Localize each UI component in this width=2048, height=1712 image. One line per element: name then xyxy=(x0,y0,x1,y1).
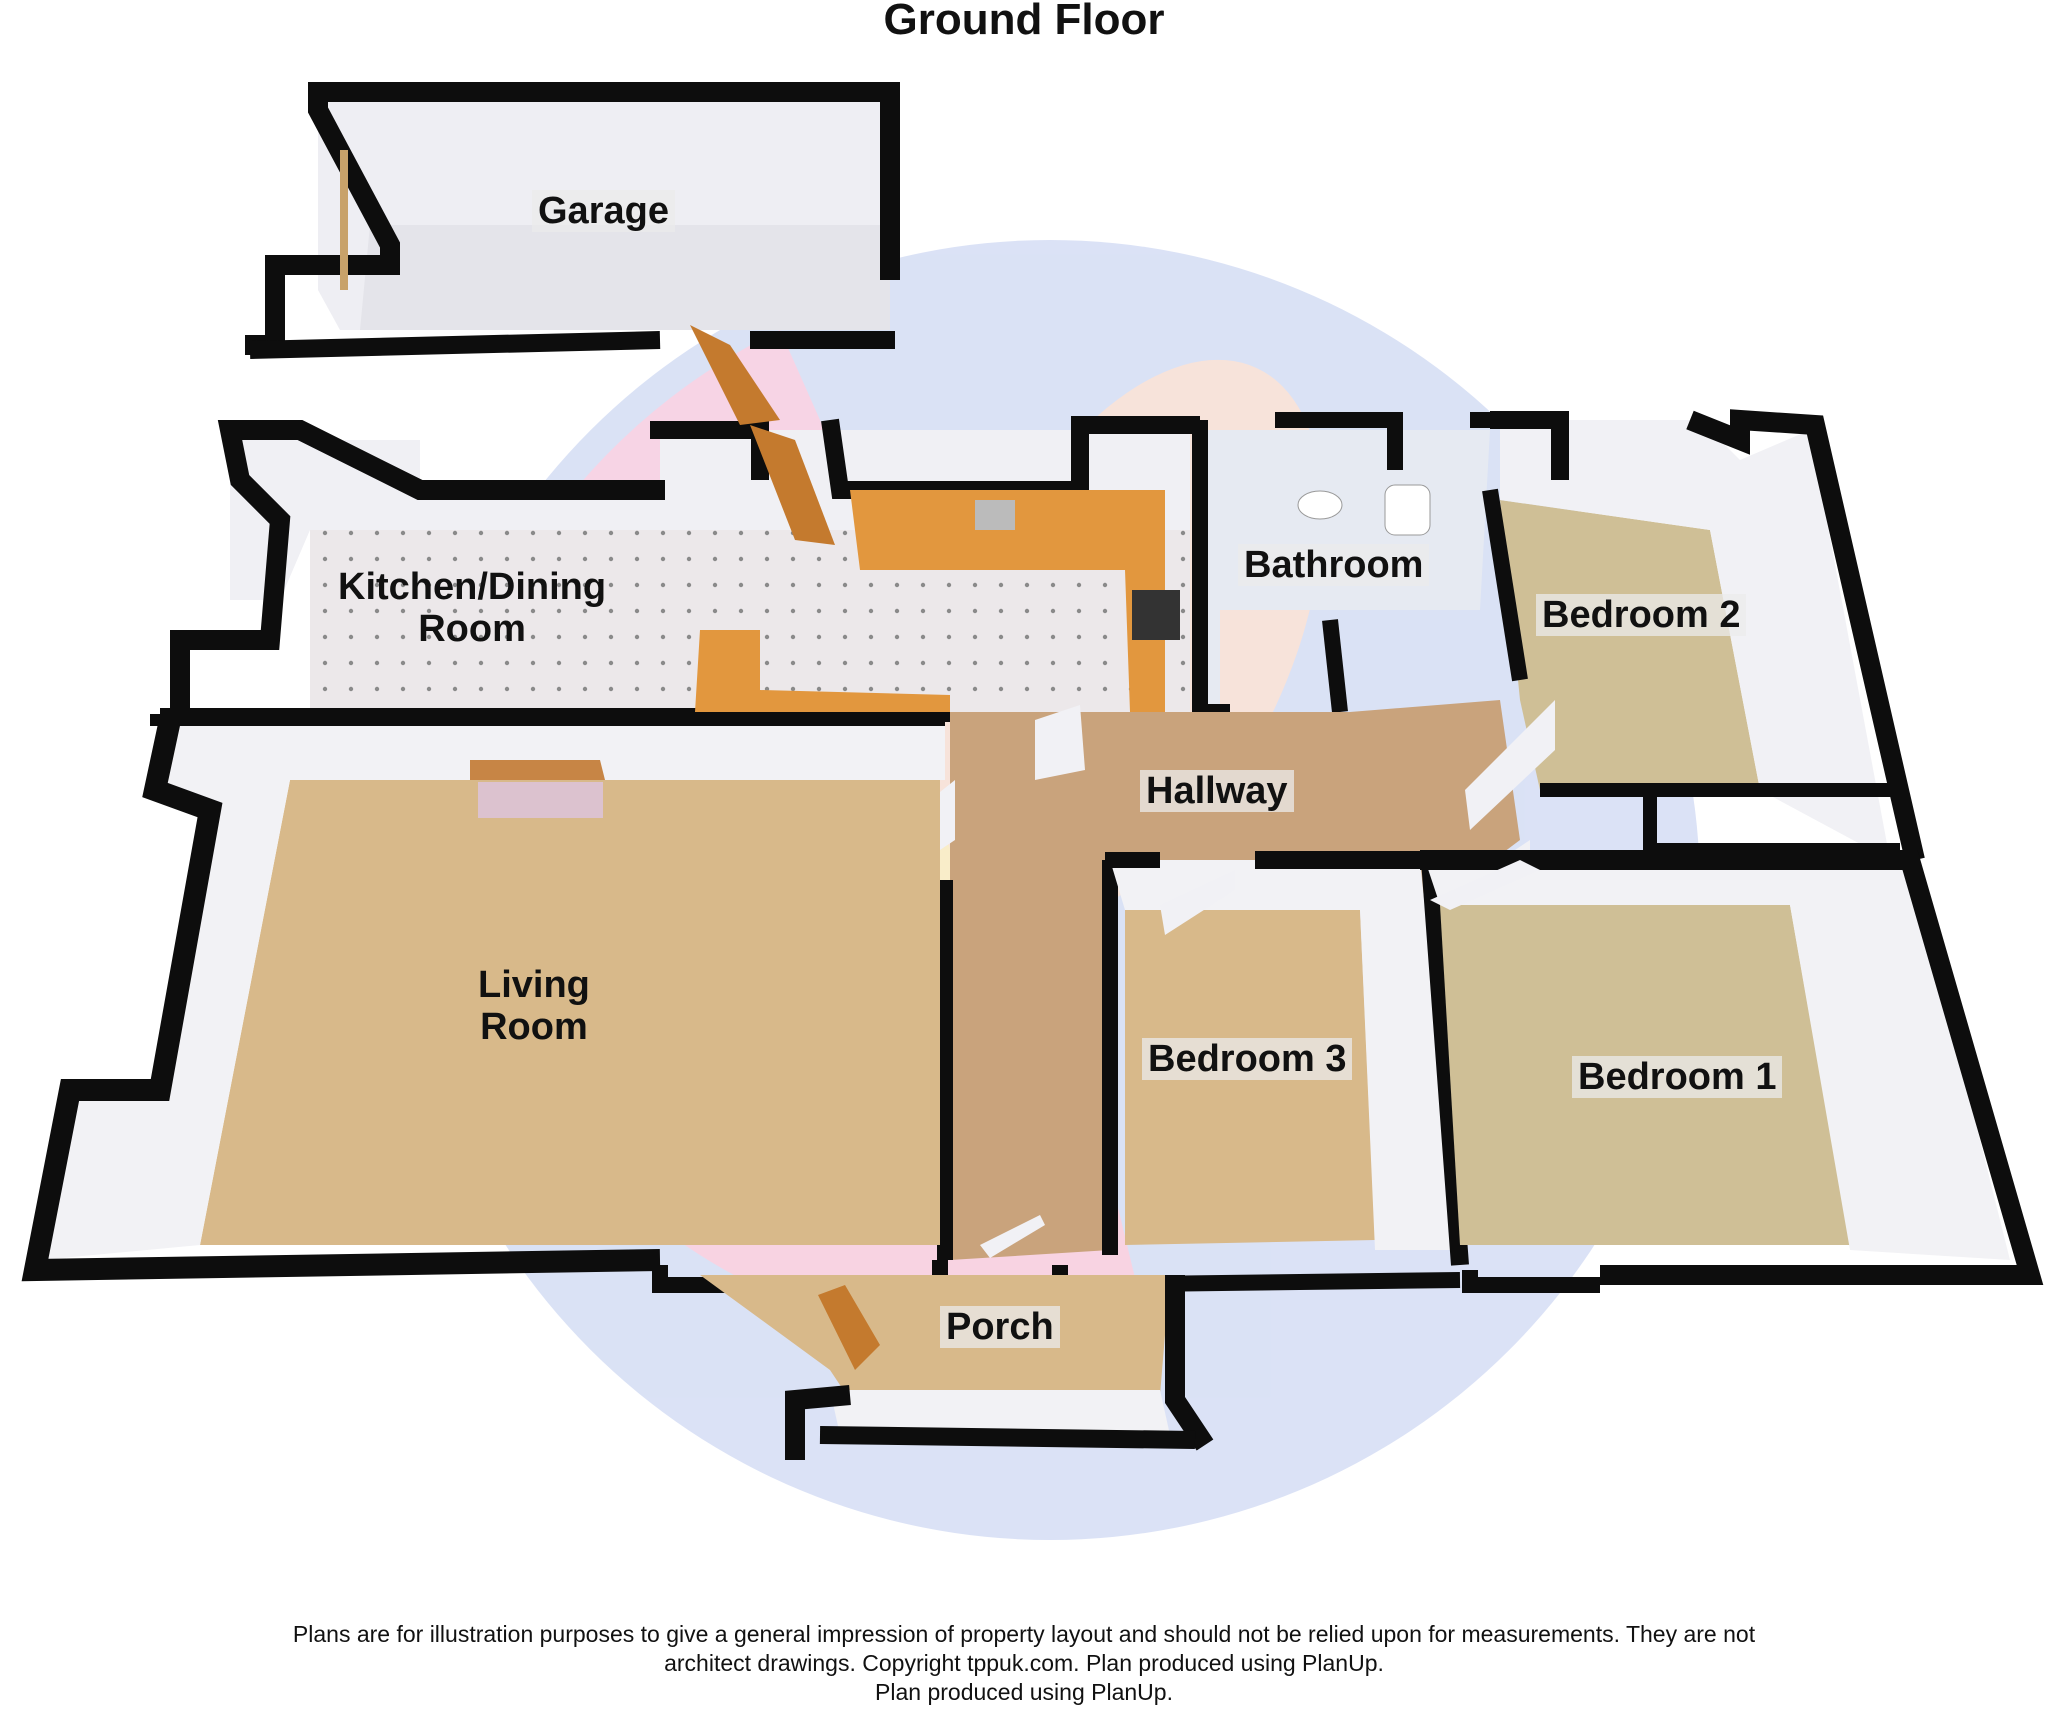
bedroom-2-room xyxy=(1482,409,1925,863)
bedroom-1-label: Bedroom 1 xyxy=(1572,1056,1783,1098)
disclaimer-line-2: architect drawings. Copyright tppuk.com.… xyxy=(664,1650,1384,1676)
kitchen-back-door xyxy=(750,425,835,545)
fireplace-hearth xyxy=(478,782,603,818)
kitchen-worktop xyxy=(850,490,1165,712)
living-room-label: Living Room xyxy=(472,964,596,1048)
kitchen-label-line2: Room xyxy=(418,608,526,650)
bedroom-3-door xyxy=(1160,870,1235,935)
fireplace-mantel xyxy=(470,760,605,780)
porch-label: Porch xyxy=(940,1306,1060,1348)
garage-room xyxy=(245,82,900,359)
garage-door xyxy=(340,150,348,290)
bedroom-2-door xyxy=(1465,700,1555,830)
sink-icon xyxy=(975,500,1015,530)
hallway-label: Hallway xyxy=(1140,770,1294,812)
disclaimer-line-3: Plan produced using PlanUp. xyxy=(875,1679,1173,1705)
living-room xyxy=(21,714,945,1282)
basin-icon xyxy=(1297,490,1343,520)
bedroom-1-door xyxy=(1430,860,1540,910)
kitchen-dining-label: Kitchen/Dining Room xyxy=(332,566,612,650)
garage-label: Garage xyxy=(532,190,675,232)
disclaimer: Plans are for illustration purposes to g… xyxy=(224,1620,1824,1707)
toilet-icon xyxy=(1384,484,1431,536)
living-label-line2: Room xyxy=(480,1006,588,1048)
kitchen-label-line1: Kitchen/Dining xyxy=(338,566,607,608)
living-label-line1: Living xyxy=(478,964,590,1006)
bedroom-3-label: Bedroom 3 xyxy=(1142,1038,1353,1080)
kitchen-island xyxy=(695,630,950,712)
plan-title: Ground Floor xyxy=(883,0,1165,44)
bathroom-label: Bathroom xyxy=(1238,544,1430,586)
hob-icon xyxy=(1132,590,1180,640)
porch-inner-door xyxy=(980,1215,1045,1258)
kitchen-dining-room xyxy=(160,325,1200,722)
bedroom-2-label: Bedroom 2 xyxy=(1536,594,1747,636)
hallway-door xyxy=(1035,705,1085,780)
garage-kitchen-door xyxy=(690,325,780,425)
disclaimer-line-1: Plans are for illustration purposes to g… xyxy=(292,1621,1756,1647)
front-door xyxy=(818,1285,880,1370)
